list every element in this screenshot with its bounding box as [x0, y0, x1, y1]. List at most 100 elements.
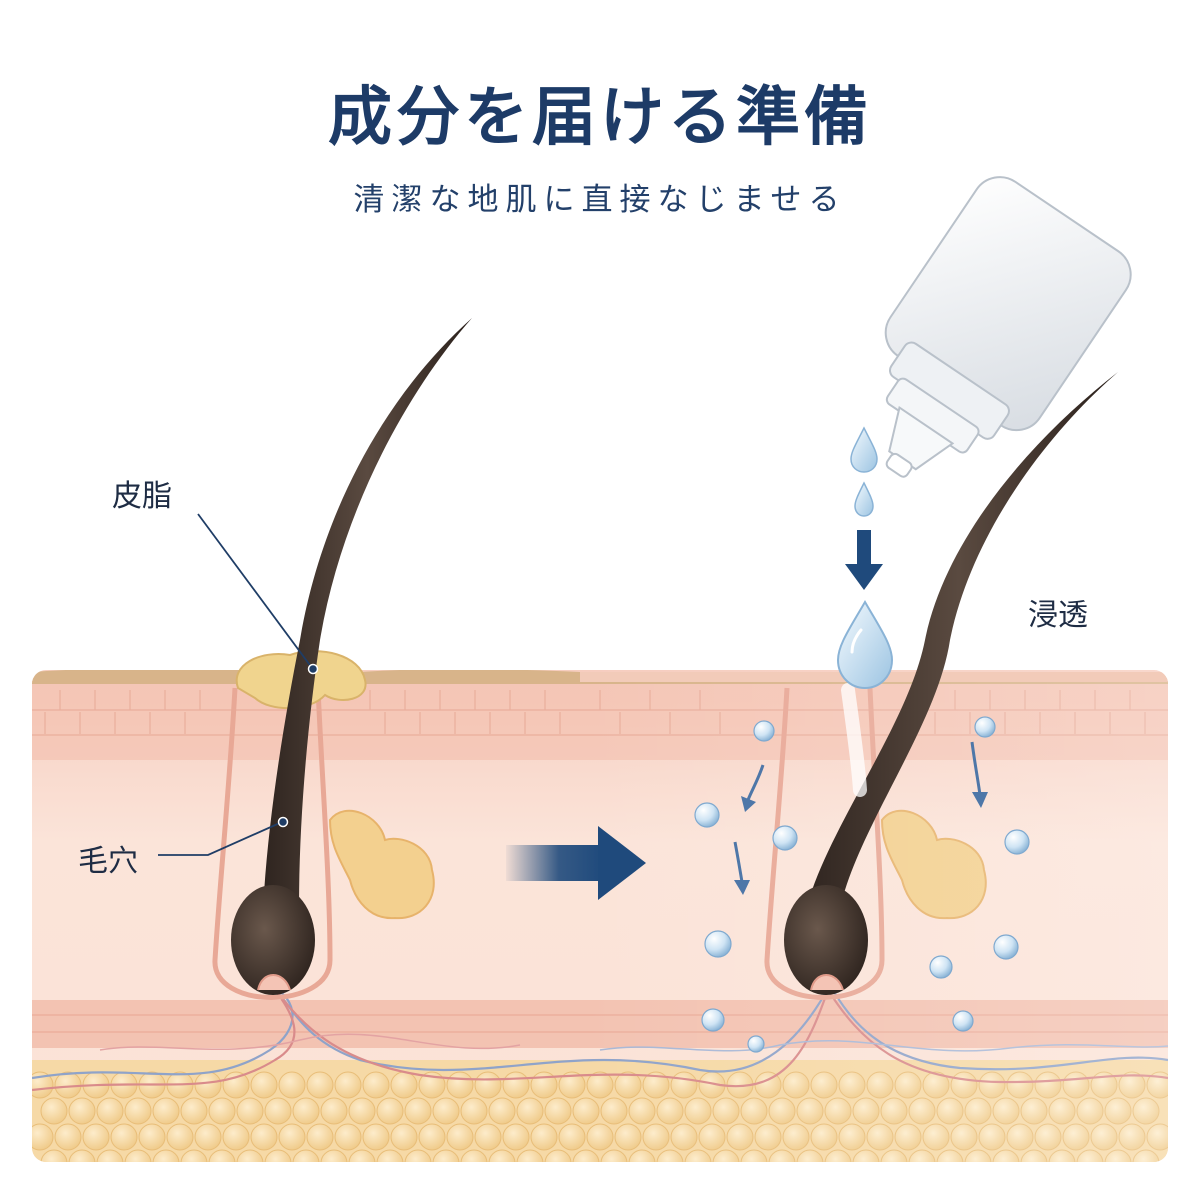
fat-cell — [236, 1149, 264, 1162]
dropper-bottle-icon — [884, 176, 1132, 478]
down-arrow-icon — [845, 530, 883, 590]
fat-cell — [460, 1149, 488, 1162]
fat-cell — [432, 1097, 460, 1125]
fat-cell — [474, 1071, 502, 1099]
fat-cell — [306, 1071, 334, 1099]
ingredient-bubble — [993, 934, 1019, 960]
fat-cell — [236, 1097, 264, 1125]
fat-cell — [292, 1149, 320, 1162]
fat-cell — [292, 1097, 320, 1125]
ingredient-bubble — [753, 720, 775, 742]
ingredient-bubble — [952, 1010, 974, 1032]
fat-cell — [250, 1123, 278, 1151]
fat-cell — [418, 1123, 446, 1151]
ingredient-bubble — [1004, 829, 1030, 855]
hair-bulb-right — [784, 885, 868, 995]
fat-cell — [194, 1123, 222, 1151]
flow-arrows — [733, 741, 982, 883]
fat-cell — [488, 1149, 516, 1162]
fat-cell — [390, 1123, 418, 1151]
fat-cell — [32, 1123, 54, 1151]
fat-cell — [264, 1097, 292, 1125]
fat-cell — [180, 1097, 208, 1125]
follicle-wall-left — [212, 687, 333, 1000]
fat-cell — [348, 1097, 376, 1125]
fat-cell — [96, 1149, 124, 1162]
fat-cell — [488, 1097, 516, 1125]
fat-cell — [264, 1149, 292, 1162]
ingredient-bubble — [929, 955, 953, 979]
fat-cell — [208, 1097, 236, 1125]
label-pore: 毛穴 — [78, 844, 138, 879]
fat-cell — [362, 1071, 390, 1099]
fat-cell — [110, 1123, 138, 1151]
ingredient-bubble — [694, 802, 720, 828]
fat-cell — [40, 1097, 68, 1125]
fat-cell — [446, 1123, 474, 1151]
fat-cell — [516, 1097, 544, 1125]
ingredient-bubble — [974, 716, 996, 738]
droplet-icon — [836, 599, 894, 690]
fat-cell — [138, 1123, 166, 1151]
fat-cell — [166, 1123, 194, 1151]
label-sebum: 皮脂 — [112, 479, 172, 514]
fat-cell — [362, 1123, 390, 1151]
ingredient-bubble — [704, 930, 732, 958]
fat-cell — [320, 1149, 348, 1162]
ingredient-bubble — [701, 1008, 725, 1032]
fat-cell — [334, 1071, 362, 1099]
fat-cell — [278, 1071, 306, 1099]
ingredient-bubble — [747, 1035, 765, 1053]
fat-cell — [502, 1123, 530, 1151]
fat-cell — [68, 1097, 96, 1125]
fat-cell — [474, 1123, 502, 1151]
fat-cell — [348, 1149, 376, 1162]
fat-cell — [502, 1071, 530, 1099]
fat-cell — [544, 1149, 572, 1162]
fat-cell — [208, 1149, 236, 1162]
fat-cell — [222, 1071, 250, 1099]
fat-cell — [334, 1123, 362, 1151]
fat-cell — [222, 1123, 250, 1151]
fat-cell — [152, 1097, 180, 1125]
fat-cell — [404, 1149, 432, 1162]
fat-cell — [460, 1097, 488, 1125]
fat-cell — [376, 1149, 404, 1162]
droplet-icon — [854, 481, 874, 517]
hair-bulb-left — [231, 885, 315, 995]
fat-cell — [404, 1097, 432, 1125]
fat-cell — [82, 1123, 110, 1151]
fat-cell — [278, 1123, 306, 1151]
fat-cell — [124, 1097, 152, 1125]
fat-cell — [40, 1149, 68, 1162]
fat-cell — [54, 1123, 82, 1151]
label-permeation: 浸透 — [1028, 598, 1088, 633]
fat-cell — [320, 1097, 348, 1125]
fat-cell — [250, 1071, 278, 1099]
fat-cell — [446, 1071, 474, 1099]
fat-cell — [376, 1097, 404, 1125]
fat-cell — [516, 1149, 544, 1162]
fat-cell — [390, 1071, 418, 1099]
fat-cell — [124, 1149, 152, 1162]
ingredient-bubbles — [694, 716, 1030, 1053]
fat-cell — [530, 1123, 558, 1151]
fat-cell — [96, 1097, 124, 1125]
fat-cell — [432, 1149, 460, 1162]
fat-cell — [306, 1123, 334, 1151]
skin-layers — [32, 670, 1168, 1162]
fat-cell — [544, 1097, 572, 1125]
label-leaders — [158, 513, 319, 856]
right-arrow-icon — [506, 826, 646, 900]
page-title: 成分を届ける準備 — [328, 80, 872, 155]
sebaceous-gland-left — [328, 809, 435, 920]
hair-right — [800, 372, 1118, 950]
fat-cell — [180, 1149, 208, 1162]
droplets — [836, 426, 894, 690]
fat-cell — [68, 1149, 96, 1162]
droplet-icon — [850, 426, 878, 473]
fat-cell — [194, 1071, 222, 1099]
fat-cell — [418, 1071, 446, 1099]
